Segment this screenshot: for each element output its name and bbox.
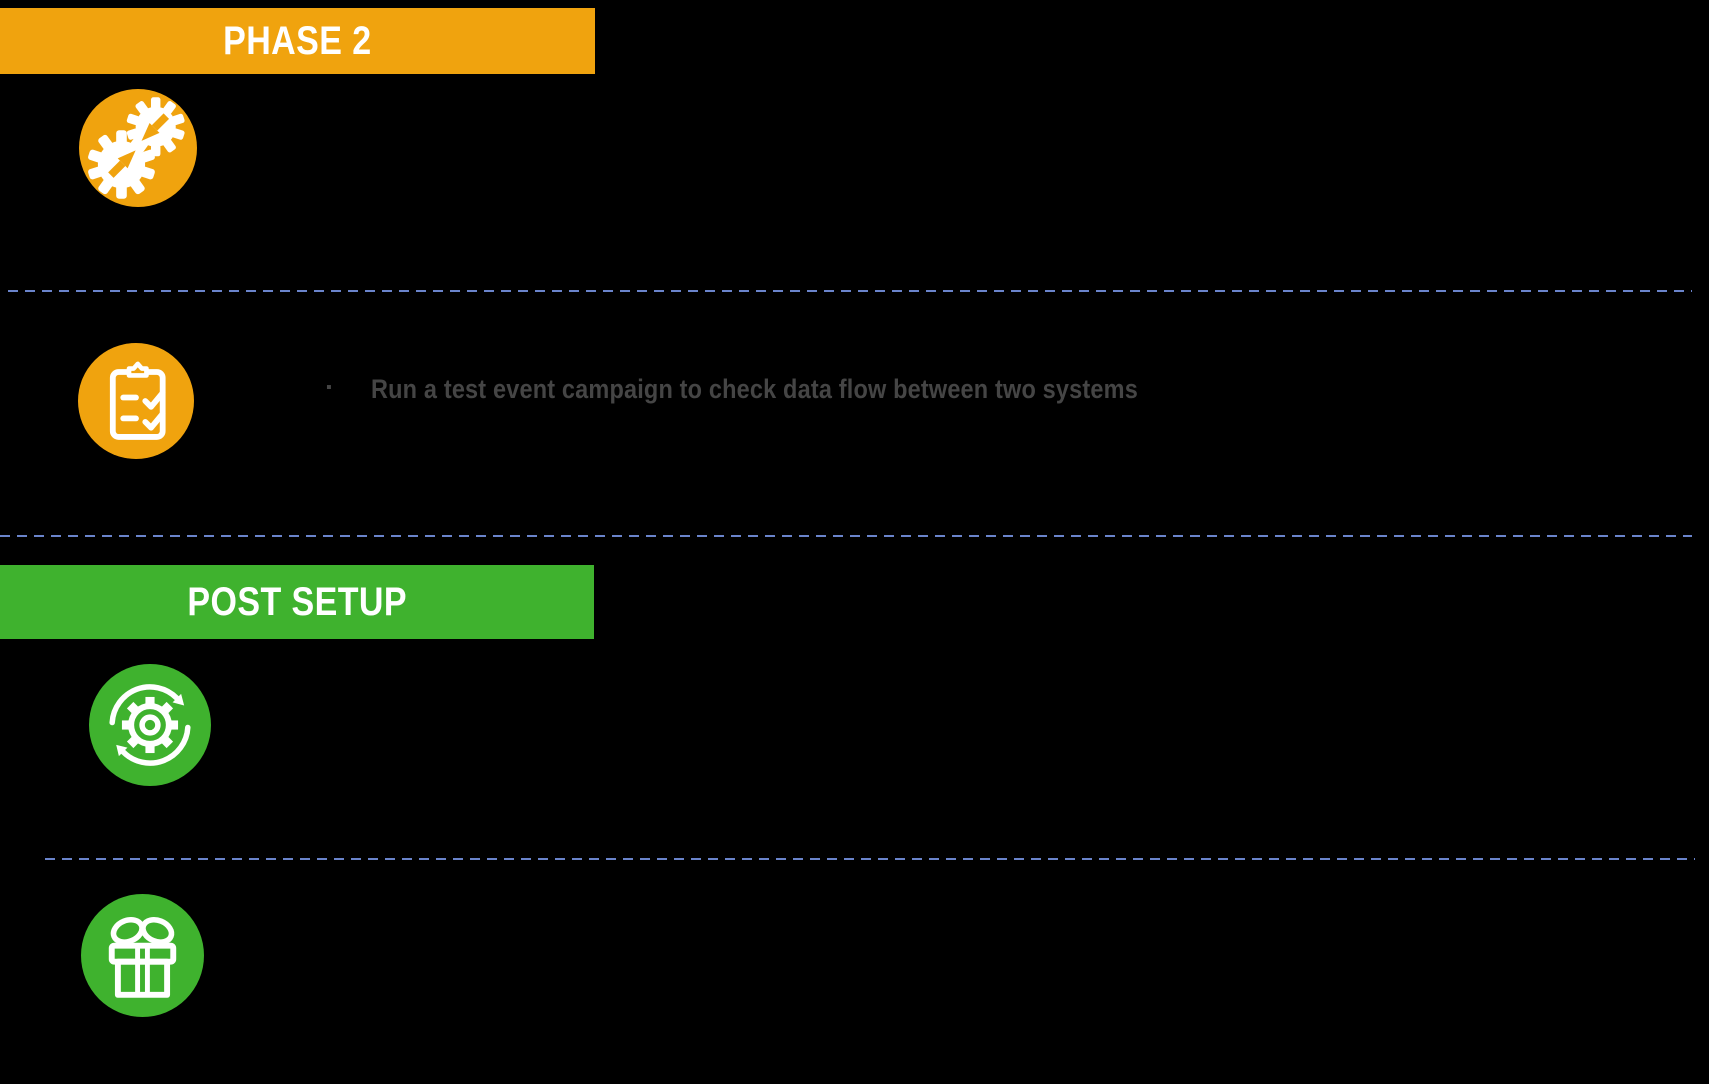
phase2-banner-label: PHASE 2 — [223, 18, 372, 63]
process-cycle-icon — [89, 664, 211, 786]
gift-icon — [81, 894, 204, 1017]
checklist-clipboard-icon — [78, 343, 194, 459]
gears-sync-icon — [79, 89, 197, 207]
bullet-text: Run a test event campaign to check data … — [371, 374, 1138, 404]
dashed-divider-1 — [8, 290, 1692, 292]
bullet-marker: ▪ — [326, 379, 332, 396]
phase2-banner: PHASE 2 — [0, 8, 595, 74]
dashed-divider-2 — [0, 535, 1692, 537]
post-setup-banner-label: POST SETUP — [187, 579, 407, 624]
dashed-divider-3 — [45, 858, 1695, 860]
post-setup-banner: POST SETUP — [0, 565, 594, 639]
